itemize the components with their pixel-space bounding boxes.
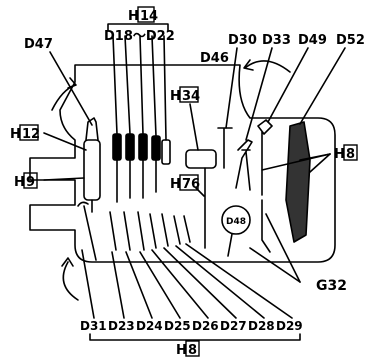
h9-leader	[44, 178, 84, 180]
h8-bottom-bracket	[90, 334, 300, 340]
h12-label: H	[10, 127, 21, 142]
bottom-label-d26: D26	[192, 319, 219, 333]
h12-leader	[44, 133, 86, 150]
h8-bottom-label: H	[176, 343, 187, 358]
h8-right-label: H	[334, 147, 345, 162]
hook-tool	[262, 200, 270, 252]
d47-leader	[50, 52, 92, 125]
h9-box-text: 9	[26, 175, 35, 190]
bottom-label-d29: D29	[276, 319, 303, 333]
dark-tool-body	[286, 122, 310, 242]
d47-label: D47	[24, 37, 53, 52]
d33-label: D33	[262, 33, 291, 48]
d46-label: D46	[200, 51, 229, 66]
h8-right-box-text: 8	[346, 147, 355, 162]
h34-label: H	[170, 89, 181, 104]
d49-leader	[268, 48, 308, 122]
bottom-label-d31: D31	[80, 319, 107, 333]
bottom-label-d27: D27	[220, 319, 247, 333]
bottom-label-d28: D28	[248, 319, 275, 333]
bottom-label-d25: D25	[164, 319, 191, 333]
d18-d22-label: D18～D22	[104, 29, 175, 44]
bottom-label-d23: D23	[108, 319, 135, 333]
h76-label: H	[170, 177, 181, 192]
g32-label: G32	[316, 278, 347, 294]
h8-bottom-box-text: 8	[188, 343, 197, 358]
d52-label: D52	[336, 33, 365, 48]
screwdrivers-group	[113, 36, 170, 202]
grease-gun-body	[84, 140, 100, 200]
curved-arrow-bottom-left	[63, 262, 78, 300]
hammer-head	[186, 150, 216, 168]
h34-leader	[190, 104, 198, 150]
h14-label: H	[128, 9, 139, 24]
d52-leader	[300, 48, 345, 124]
punch-tool	[218, 128, 232, 168]
d30-label: D30	[228, 33, 257, 48]
bottom-labels: D31 D23 D24 D25 D26 D27 D28 D29	[80, 319, 303, 333]
h76-box-text: 76	[182, 177, 200, 192]
box-spanner	[258, 120, 272, 195]
h12-box-text: 12	[22, 127, 40, 142]
d48-label: D48	[226, 217, 246, 227]
bottom-label-d24: D24	[136, 319, 163, 333]
d49-label: D49	[298, 33, 327, 48]
g32-leader-1	[250, 248, 300, 282]
wrenches-group	[78, 202, 190, 260]
h9-label: H	[14, 175, 25, 190]
h14-box-text: 14	[140, 9, 158, 24]
d48-gauge-stem	[228, 234, 232, 256]
h34-box-text: 34	[182, 89, 200, 104]
grease-gun-head	[86, 118, 98, 140]
pliers	[236, 140, 252, 190]
